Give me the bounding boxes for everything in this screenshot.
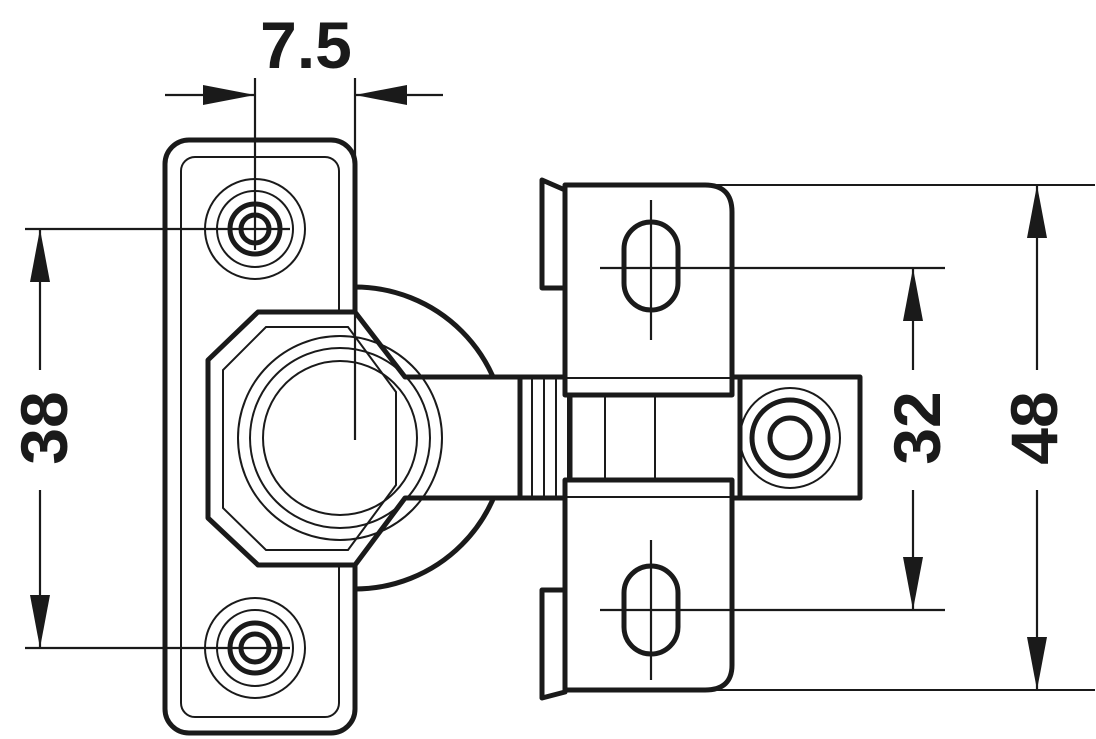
cam-body-ring-inner (262, 360, 418, 516)
dimension-label-outer-right-height: 48 (997, 391, 1071, 464)
upper-bracket-outline (562, 182, 735, 398)
dimension-inner-right-height: 32 (880, 268, 954, 610)
arm-screw-hole (739, 387, 841, 489)
lower-bracket-outline (562, 477, 735, 693)
lower-bracket (539, 477, 1095, 701)
upper-bracket-tab (539, 177, 568, 291)
lower-bracket-tab (539, 587, 568, 701)
dimension-top-width: 7.5 (165, 8, 443, 105)
dimension-label-inner-right-height: 32 (880, 391, 954, 464)
cam-body (205, 309, 523, 568)
upper-bracket (539, 177, 1095, 398)
cam-body-ring-middle (249, 347, 431, 529)
cam-body-ring-outer (237, 335, 443, 541)
dimension-label-left-height: 38 (7, 391, 81, 464)
dimension-label-top-width: 7.5 (260, 8, 352, 82)
cam-body-inner-edge (222, 326, 397, 551)
dimension-outer-right-height: 48 (997, 185, 1071, 690)
cam-body-outline (205, 309, 523, 568)
dimension-left-height: 38 (7, 229, 81, 648)
centre-lines (25, 78, 945, 680)
